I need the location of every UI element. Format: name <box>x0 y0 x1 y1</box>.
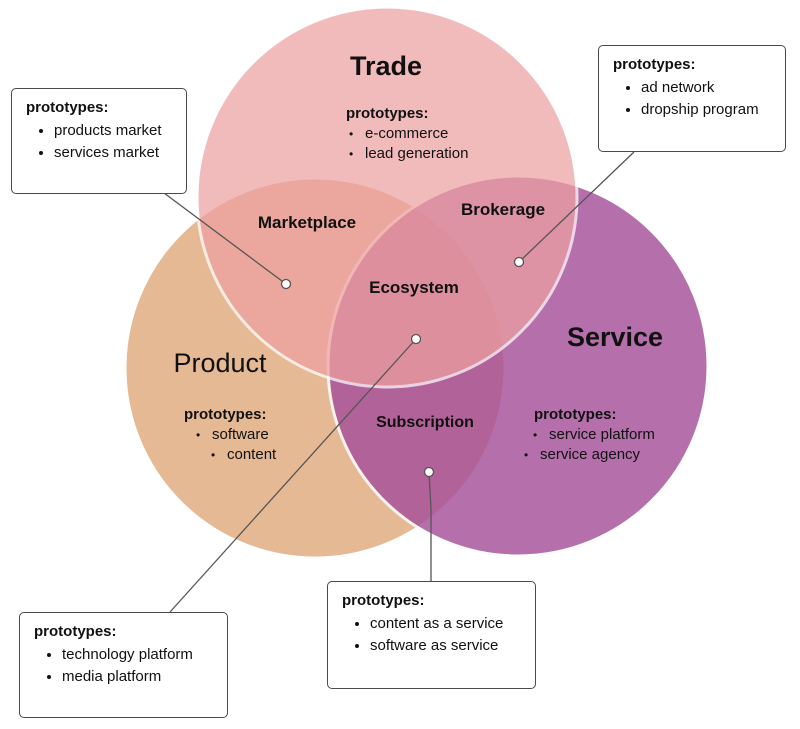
marketplace-callout-box: prototypes: products market services mar… <box>11 88 187 194</box>
brokerage-callout-box: prototypes: ad network dropship program <box>598 45 786 152</box>
marketplace-connector-line <box>159 189 287 285</box>
marketplace-callout-title: prototypes: <box>26 99 109 116</box>
list-item: technology platform <box>62 644 213 666</box>
product-prototypes-title: prototypes: <box>184 406 267 423</box>
marketplace-label: Marketplace <box>258 213 356 232</box>
list-item: dropship program <box>641 99 771 121</box>
brokerage-callout-title: prototypes: <box>613 56 696 73</box>
subscription-anchor-dot <box>423 466 435 478</box>
product-label: Product <box>173 348 267 378</box>
trade-circle <box>195 5 579 389</box>
ecosystem-callout-title: prototypes: <box>34 623 117 640</box>
list-item: content as a service <box>370 613 521 635</box>
marketplace-anchor-dot <box>280 278 292 290</box>
service-prototypes: prototypes: service platform service age… <box>524 405 655 465</box>
service-prototypes-title: prototypes: <box>534 406 617 423</box>
list-item: software as service <box>370 635 521 657</box>
service-label: Service <box>567 322 663 352</box>
product-prototype-item: software <box>196 425 295 445</box>
list-item: services market <box>54 142 172 164</box>
brokerage-label: Brokerage <box>461 200 545 219</box>
subscription-callout-list: content as a service software as service <box>342 613 521 657</box>
service-prototype-item: service agency <box>524 445 646 465</box>
trade-label: Trade <box>350 51 422 81</box>
marketplace-callout-list: products market services market <box>26 120 172 164</box>
product-prototype-item: content <box>211 445 310 465</box>
ecosystem-label: Ecosystem <box>369 278 459 297</box>
list-item: products market <box>54 120 172 142</box>
brokerage-callout-list: ad network dropship program <box>613 77 771 121</box>
subscription-label: Subscription <box>376 414 474 431</box>
subscription-callout-box: prototypes: content as a service softwar… <box>327 581 536 689</box>
service-prototype-item: service platform <box>533 425 655 445</box>
ecosystem-callout-list: technology platform media platform <box>34 644 213 688</box>
subscription-connector-line <box>428 471 432 582</box>
trade-prototype-item: lead generation <box>349 144 468 164</box>
ecosystem-callout-box: prototypes: technology platform media pl… <box>19 612 228 718</box>
trade-prototype-item: e-commerce <box>349 124 468 144</box>
trade-prototypes-title: prototypes: <box>346 105 429 122</box>
subscription-callout-title: prototypes: <box>342 592 425 609</box>
brokerage-anchor-dot <box>513 256 525 268</box>
ecosystem-anchor-dot <box>410 333 422 345</box>
trade-prototypes: prototypes: e-commerce lead generation <box>346 104 468 164</box>
ecosystem-connector-line <box>169 338 417 613</box>
list-item: media platform <box>62 666 213 688</box>
brokerage-connector-line <box>518 151 635 263</box>
product-prototypes: prototypes: software content <box>184 405 276 465</box>
list-item: ad network <box>641 77 771 99</box>
